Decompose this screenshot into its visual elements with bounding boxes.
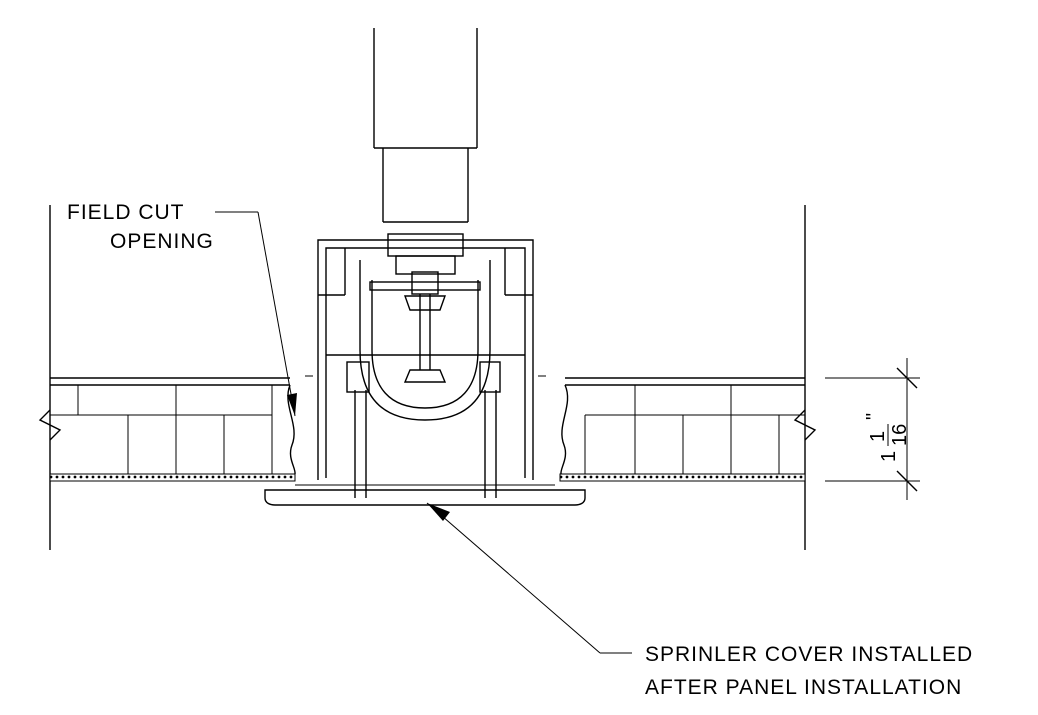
sprinkler-cover-plate	[264, 484, 586, 506]
left-panel	[49, 377, 296, 482]
cover-label-line1: SPRINLER COVER INSTALLED	[645, 643, 973, 666]
thickness-dimension: 1 1 16 "	[825, 358, 920, 500]
field-cut-leader	[215, 211, 297, 417]
dimension-unit: "	[863, 413, 885, 420]
supply-pipe	[373, 28, 478, 223]
right-break-symbol	[793, 409, 817, 441]
sprinkler-head	[346, 233, 501, 498]
dimension-numerator: 1	[867, 431, 889, 442]
left-break-symbol	[38, 409, 62, 441]
sprinkler-housing	[305, 239, 546, 480]
cover-leader	[426, 502, 632, 654]
field-cut-label-line1: FIELD CUT	[67, 201, 185, 224]
dimension-whole: 1	[878, 451, 900, 462]
field-cut-label-line2: OPENING	[110, 230, 214, 253]
right-panel	[559, 377, 806, 482]
cover-label-line2: AFTER PANEL INSTALLATION	[645, 676, 962, 699]
dimension-denominator: 16	[889, 424, 911, 446]
